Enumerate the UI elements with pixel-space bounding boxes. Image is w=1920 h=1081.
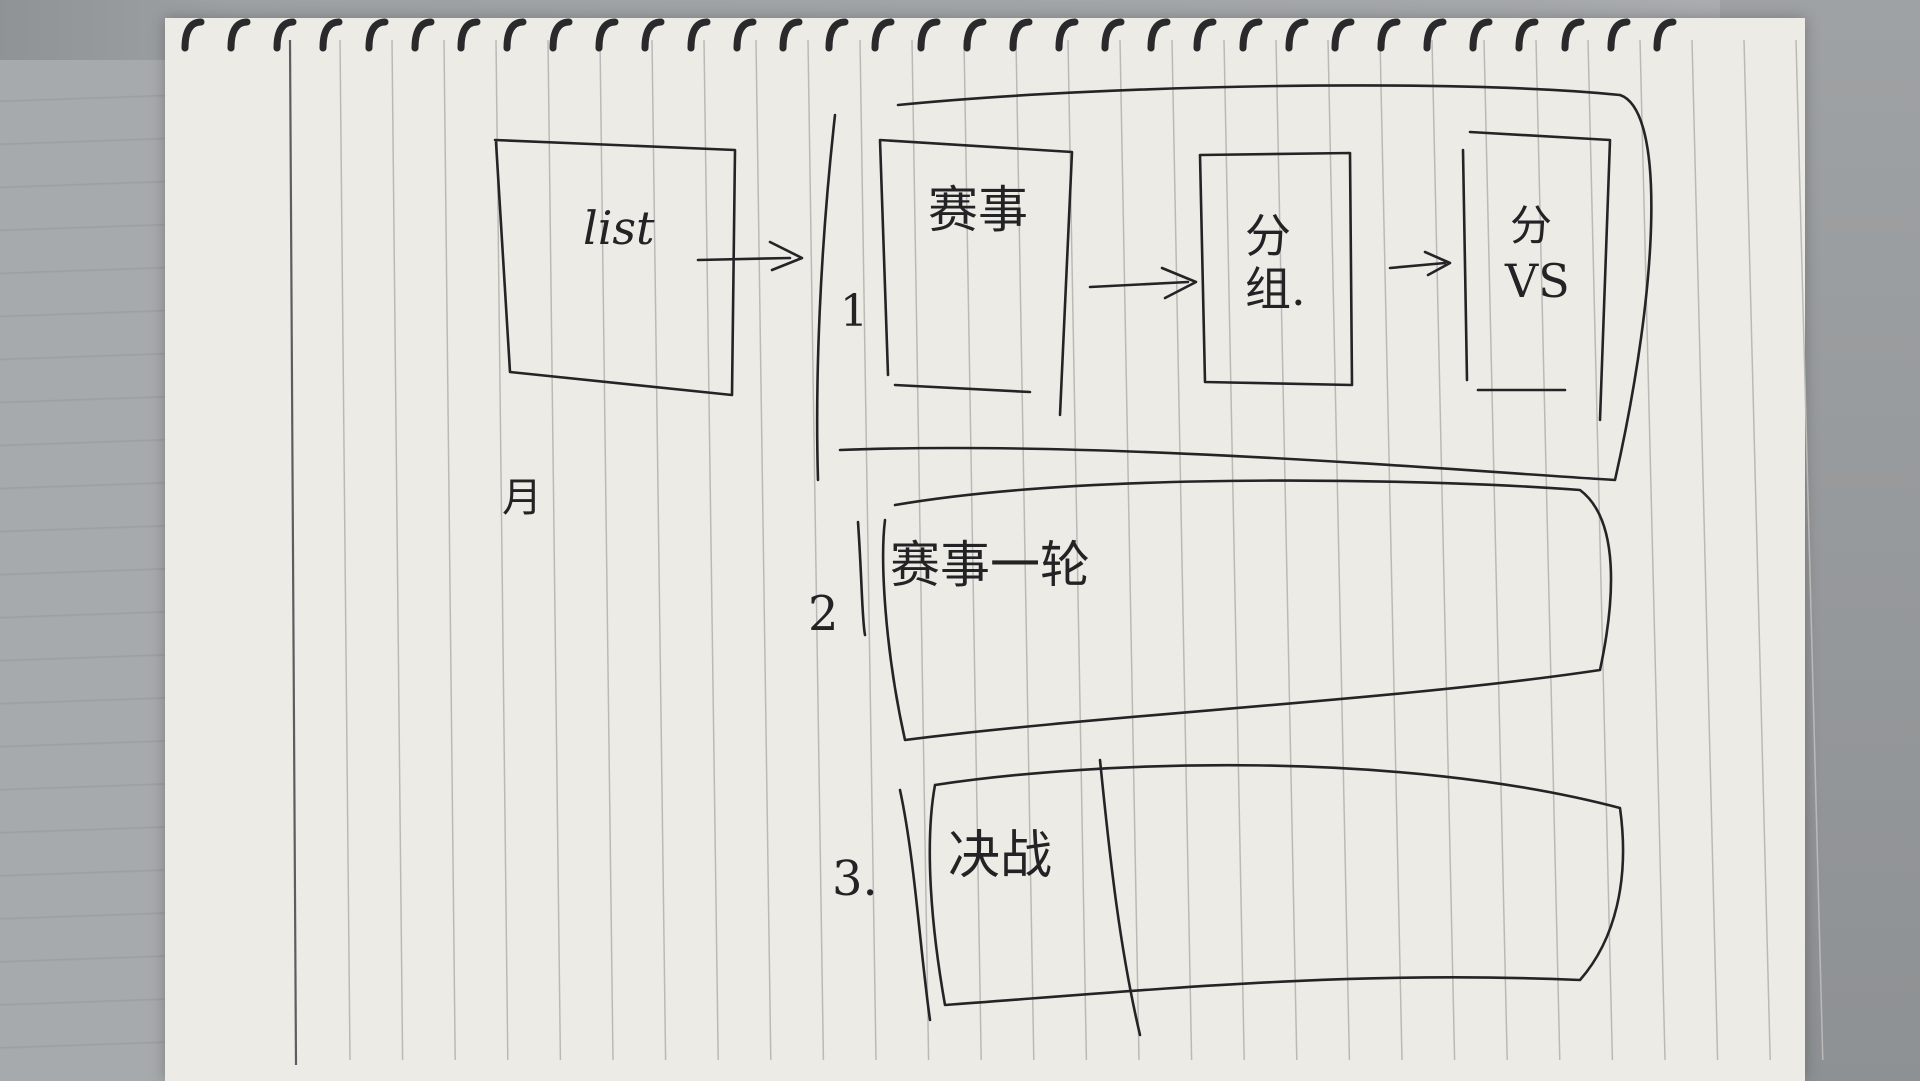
spiral-ring xyxy=(1101,18,1125,52)
ruled-line xyxy=(1639,39,1666,1061)
spiral-binding xyxy=(181,18,1677,52)
left-margin-mark: 月 xyxy=(502,475,542,521)
row1-step2-label: 分组. xyxy=(1245,209,1306,316)
row3-label: 决战 xyxy=(948,826,1053,886)
spiral-ring xyxy=(825,18,849,52)
spiral-ring xyxy=(641,18,665,52)
row1-bracket xyxy=(815,113,837,482)
ruled-line xyxy=(963,39,982,1061)
row3-divider xyxy=(1098,758,1142,1037)
spiral-ring xyxy=(687,18,711,52)
ruled-line xyxy=(1067,39,1088,1061)
ruled-line xyxy=(339,39,351,1061)
ruled-line xyxy=(1483,39,1508,1061)
list-box xyxy=(493,138,737,397)
spiral-ring xyxy=(1607,18,1631,52)
row1-step2-box xyxy=(1198,151,1354,387)
row3-outline xyxy=(928,763,1625,1007)
notebook-page xyxy=(165,18,1805,1081)
spiral-ring xyxy=(871,18,895,52)
spiral-ring xyxy=(273,18,297,52)
ruled-line xyxy=(1327,39,1351,1061)
spiral-ring xyxy=(227,18,251,52)
ruled-line xyxy=(1223,39,1245,1061)
spiral-ring xyxy=(1147,18,1171,52)
spiral-ring xyxy=(1515,18,1539,52)
spiral-ring xyxy=(503,18,527,52)
ruled-line xyxy=(1535,39,1561,1061)
margin-line xyxy=(288,39,298,1066)
ruled-line xyxy=(1171,39,1193,1061)
row1-number: 1 xyxy=(840,286,868,337)
row1-step1-box xyxy=(878,138,1074,417)
spiral-ring xyxy=(1285,18,1309,52)
ruled-line xyxy=(1119,39,1140,1061)
ruled-line xyxy=(1379,39,1403,1061)
ruled-line xyxy=(1743,39,1771,1061)
spiral-ring xyxy=(319,18,343,52)
row2-number: 2 xyxy=(808,586,839,642)
spiral-ring xyxy=(1193,18,1217,52)
arrow-step1-to-step2 xyxy=(1088,266,1198,300)
ruled-line xyxy=(1691,39,1719,1061)
ruled-line xyxy=(859,39,877,1061)
arrow-list-to-row1 xyxy=(696,240,804,272)
row1-step3-label-top: 分 xyxy=(1510,201,1553,250)
spiral-ring xyxy=(733,18,757,52)
ruled-line xyxy=(1431,39,1456,1061)
arrow-step2-to-step3 xyxy=(1388,250,1452,277)
spiral-ring xyxy=(779,18,803,52)
spiral-ring xyxy=(411,18,435,52)
ruled-line xyxy=(911,39,930,1061)
row3-number: 3. xyxy=(832,851,878,907)
row2-bracket xyxy=(856,520,867,637)
list-box-label: list xyxy=(583,201,655,255)
spiral-ring xyxy=(181,18,205,52)
ruled-line xyxy=(703,39,719,1061)
ruled-line xyxy=(1015,39,1035,1061)
ruled-line xyxy=(443,39,456,1061)
ruled-line xyxy=(1587,39,1614,1061)
spiral-ring xyxy=(1423,18,1447,52)
row1-outline xyxy=(838,84,1653,482)
row1-step1-label: 赛事 xyxy=(928,181,1028,239)
ruled-line xyxy=(807,39,825,1061)
ruled-line xyxy=(651,39,667,1061)
ruled-line xyxy=(391,39,404,1061)
spiral-ring xyxy=(365,18,389,52)
spiral-ring xyxy=(1009,18,1033,52)
row3-bracket xyxy=(898,788,932,1022)
ruled-line xyxy=(1795,39,1824,1061)
ruled-line xyxy=(599,39,614,1061)
spiral-ring xyxy=(1239,18,1263,52)
ruled-line xyxy=(495,39,509,1061)
spiral-ring xyxy=(1561,18,1585,52)
ruled-lines xyxy=(339,39,1824,1061)
spiral-ring xyxy=(1377,18,1401,52)
spiral-ring xyxy=(457,18,481,52)
row2-outline xyxy=(881,479,1613,742)
row2-label: 赛事一轮 xyxy=(890,536,1090,594)
row1-step3-label-bottom: VS xyxy=(1505,254,1570,308)
spiral-ring xyxy=(1469,18,1493,52)
spiral-ring xyxy=(917,18,941,52)
ruled-line xyxy=(1275,39,1298,1061)
row1-step3-box xyxy=(1461,130,1612,422)
spiral-ring xyxy=(963,18,987,52)
spiral-ring xyxy=(595,18,619,52)
spiral-ring xyxy=(1331,18,1355,52)
ruled-line xyxy=(547,39,562,1061)
spiral-ring xyxy=(1653,18,1677,52)
ruled-line xyxy=(755,39,772,1061)
spiral-ring xyxy=(1055,18,1079,52)
spiral-ring xyxy=(549,18,573,52)
